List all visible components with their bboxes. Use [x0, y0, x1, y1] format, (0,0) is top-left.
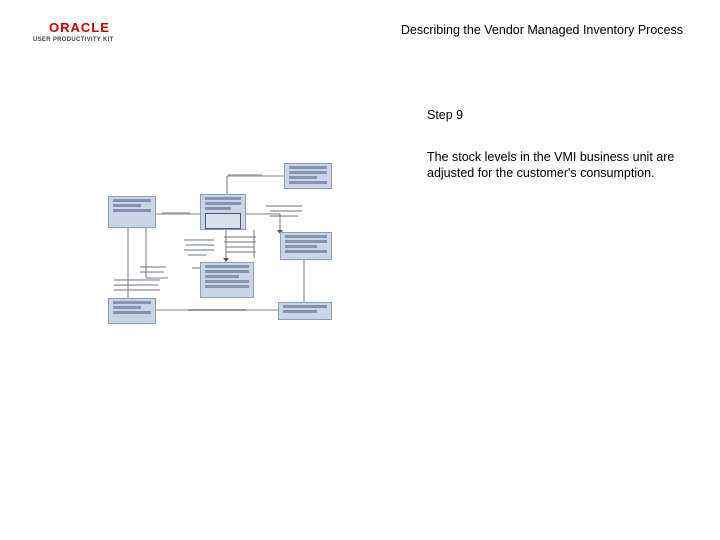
diagram-box-right-bottom	[278, 302, 332, 320]
vmi-process-diagram	[108, 158, 334, 326]
logo-wordmark: ORACLE	[49, 20, 110, 35]
diagram-box-left-bottom	[108, 298, 156, 324]
diagram-box-center-bottom	[200, 262, 254, 298]
page-title: Describing the Vendor Managed Inventory …	[400, 23, 683, 37]
oracle-upk-logo: ORACLE USER PRODUCTIVITY KIT	[33, 21, 133, 49]
diagram-box-left-top	[108, 196, 156, 228]
diagram-box-right-middle	[280, 232, 332, 260]
logo-subtitle: USER PRODUCTIVITY KIT	[33, 37, 114, 43]
diagram-box-center-top	[200, 194, 246, 230]
step-label: Step 9	[427, 108, 464, 122]
diagram-box-upper-right	[284, 163, 332, 189]
step-description: The stock levels in the VMI business uni…	[427, 150, 675, 180]
